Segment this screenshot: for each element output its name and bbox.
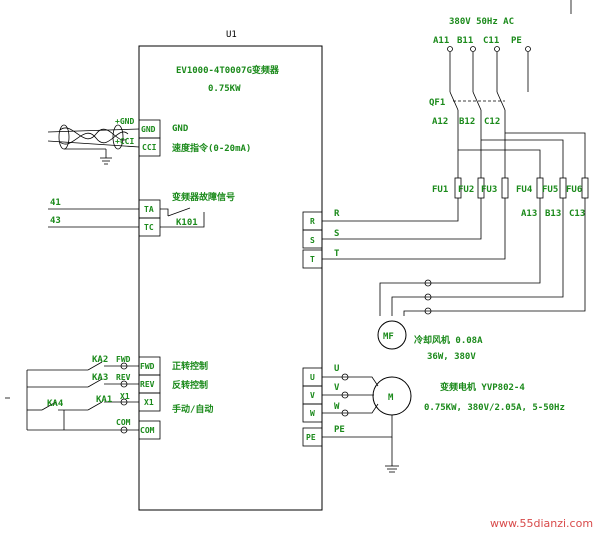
label-fu1: FU1	[432, 185, 448, 195]
fan-motor-symbol	[377, 320, 407, 350]
label-line-v: V	[334, 383, 340, 393]
rst-wiring	[322, 198, 506, 260]
pin-rev: REV	[140, 380, 155, 389]
pin-ta: TA	[144, 205, 154, 214]
label-a13: A13	[521, 209, 537, 219]
inverter-ref: U1	[226, 30, 237, 40]
label-line-s: S	[334, 229, 339, 239]
motor-wiring	[322, 373, 399, 473]
supply-terminals	[447, 46, 531, 92]
label-fu2: FU2	[458, 185, 474, 195]
label-b12: B12	[459, 117, 475, 127]
inverter-box	[138, 45, 323, 511]
label-a11: A11	[433, 36, 449, 46]
motor-label: M	[388, 393, 394, 403]
label-a12: A12	[432, 117, 448, 127]
label-line-u: U	[334, 364, 339, 374]
label-line-pe: PE	[334, 425, 345, 435]
fan-motor-label: MF	[383, 332, 394, 342]
breaker-qf1	[449, 91, 506, 128]
pin-cci: CCI	[142, 143, 157, 152]
pin-t: T	[310, 255, 315, 264]
label-fu6: FU6	[566, 185, 582, 195]
label-ka3: KA3	[92, 373, 108, 383]
label-ext-com: COM	[116, 418, 131, 427]
label-shield-gnd: +GND	[115, 117, 134, 126]
inverter-power: 0.75KW	[208, 84, 241, 94]
label-ext-rev: REV	[116, 373, 131, 382]
label-fu4: FU4	[516, 185, 533, 195]
label-fault-signal: 变频器故障信号	[172, 191, 235, 203]
label-reverse: 反转控制	[172, 379, 208, 391]
label-b11: B11	[457, 36, 473, 46]
label-supply-pe: PE	[511, 36, 522, 46]
label-speed-cmd: 速度指令(0-20mA)	[172, 142, 251, 154]
pin-w: W	[310, 409, 315, 418]
pin-fwd: FWD	[140, 362, 155, 371]
label-line-w: W	[334, 402, 340, 412]
label-shield-cci: +CCI	[115, 137, 134, 146]
label-ka2: KA2	[92, 355, 108, 365]
pin-u: U	[310, 373, 315, 382]
motor-name: 变频电机 YVP802-4	[440, 381, 525, 393]
label-fu5: FU5	[542, 185, 558, 195]
relay-contacts	[5, 361, 139, 434]
label-c11: C11	[483, 36, 499, 46]
pin-v: V	[310, 391, 315, 400]
watermark: www.55dianzi.com	[490, 517, 593, 530]
label-c13: C13	[569, 209, 585, 219]
label-ka1: KA1	[96, 395, 112, 405]
pin-r: R	[310, 217, 315, 226]
inverter-model: EV1000-4T0007G变频器	[176, 64, 280, 76]
label-manual-auto: 手动/自动	[172, 403, 213, 415]
label-ext-fwd: FWD	[116, 355, 131, 364]
motor-symbol	[372, 376, 412, 416]
fan-voltage: 36W, 380V	[427, 352, 476, 362]
label-ka4: KA4	[47, 399, 64, 409]
pin-com: COM	[140, 426, 155, 435]
label-c12: C12	[484, 117, 500, 127]
fan-feed-wiring	[379, 198, 586, 316]
label-gnd: GND	[172, 124, 189, 134]
shielded-cable	[47, 124, 140, 165]
label-wire-41: 41	[50, 198, 61, 208]
motor-spec: 0.75KW, 380V/2.05A, 5-50Hz	[424, 403, 565, 413]
label-fu3: FU3	[481, 185, 497, 195]
label-line-r: R	[334, 209, 340, 219]
k101-contact	[160, 207, 205, 228]
fan-name: 冷却风机 0.08A	[414, 334, 483, 346]
label-ext-x1: X1	[120, 392, 130, 401]
pin-gnd: GND	[141, 125, 156, 134]
pin-pe: PE	[306, 433, 316, 442]
pin-tc: TC	[144, 223, 154, 232]
label-k101: K101	[176, 218, 198, 228]
supply-spec: 380V 50Hz AC	[449, 17, 514, 27]
label-wire-43: 43	[50, 216, 61, 226]
label-line-t: T	[334, 249, 340, 259]
label-forward: 正转控制	[172, 360, 208, 372]
pin-x1: X1	[144, 398, 154, 407]
feeder-wiring	[457, 128, 586, 178]
label-b13: B13	[545, 209, 561, 219]
label-qf1: QF1	[429, 98, 445, 108]
control-terminals	[138, 119, 161, 440]
pin-s: S	[310, 236, 315, 245]
